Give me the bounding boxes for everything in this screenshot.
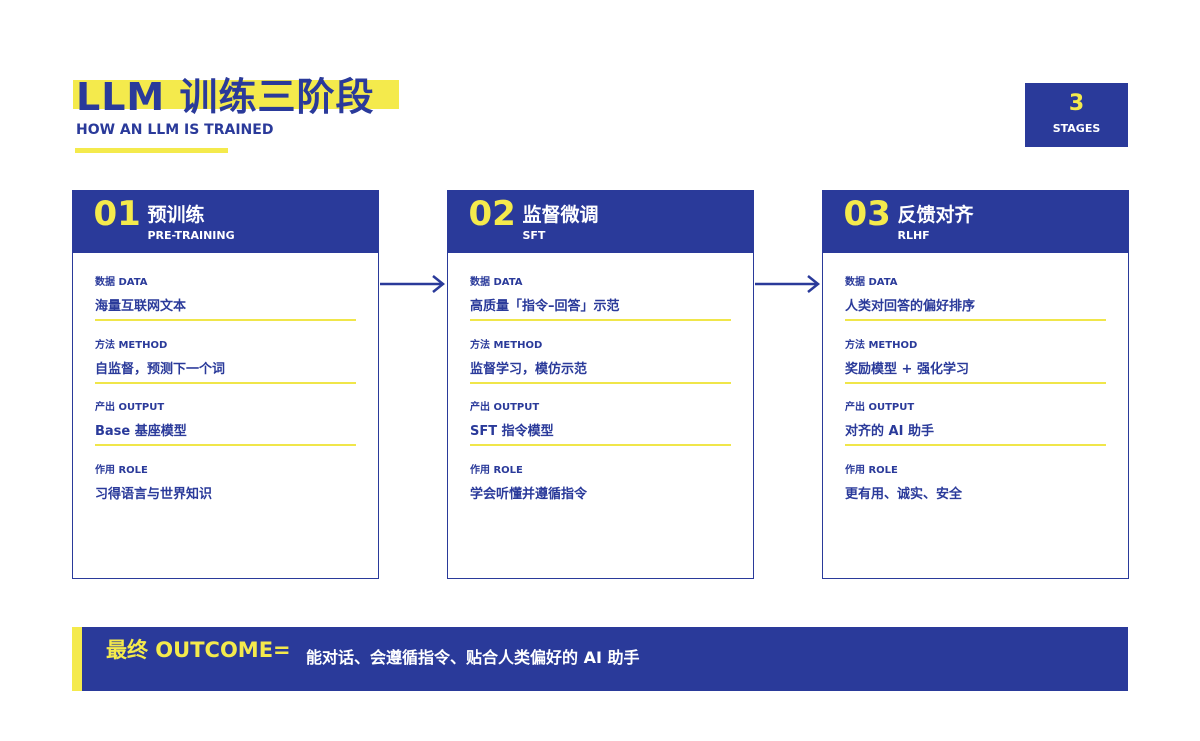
stage-title: 监督微调	[522, 203, 599, 226]
row-divider	[845, 382, 1106, 384]
row-role: 作用 ROLE 学会听懂并遵循指令	[470, 461, 731, 502]
outcome-banner	[82, 627, 1128, 691]
stage-title: 预训练	[147, 203, 205, 226]
row-label: 方法 METHOD	[470, 340, 543, 351]
row-label: 产出 OUTPUT	[845, 402, 915, 413]
row-method: 方法 METHOD 监督学习，模仿示范	[470, 336, 731, 377]
stage-number: 01	[93, 193, 141, 234]
row-value: 奖励模型 + 强化学习	[845, 362, 969, 377]
stage-card-rlhf: 03 反馈对齐 RLHF 数据 DATA 人类对回答的偏好排序 方法 METHO…	[821, 189, 1129, 579]
row-value: 人类对回答的偏好排序	[845, 299, 976, 314]
row-value: 自监督，预测下一个词	[95, 362, 226, 377]
stages-label: STAGES	[1052, 122, 1101, 135]
stage-header: 01 预训练 PRE-TRAINING	[71, 189, 379, 253]
row-divider	[470, 319, 731, 321]
stage-card-sft: 02 监督微调 SFT 数据 DATA 高质量「指令–回答」示范 方法 METH…	[446, 189, 754, 579]
row-label: 作用 ROLE	[95, 465, 148, 476]
outcome-label: 最终 OUTCOME=	[106, 638, 291, 662]
outcome-text: 能对话、会遵循指令、贴合人类偏好的 AI 助手	[306, 648, 640, 667]
row-output: 产出 OUTPUT Base 基座模型	[95, 398, 356, 439]
stage-header: 02 监督微调 SFT	[446, 189, 754, 253]
stages-badge: 3 STAGES	[1025, 83, 1128, 147]
stage-title: 反馈对齐	[897, 203, 974, 226]
row-divider	[95, 319, 356, 321]
row-label: 方法 METHOD	[95, 340, 168, 351]
subtitle-underline	[75, 148, 228, 153]
row-value: 高质量「指令–回答」示范	[470, 299, 620, 314]
row-divider	[845, 319, 1106, 321]
row-label: 产出 OUTPUT	[470, 402, 540, 413]
row-method: 方法 METHOD 自监督，预测下一个词	[95, 336, 356, 377]
stage-number: 02	[468, 193, 516, 234]
stage-subtitle: RLHF	[897, 228, 930, 242]
row-output: 产出 OUTPUT 对齐的 AI 助手	[845, 398, 1106, 439]
row-method: 方法 METHOD 奖励模型 + 强化学习	[845, 336, 1106, 377]
stage-subtitle: SFT	[522, 228, 546, 242]
row-divider	[470, 444, 731, 446]
row-value: 习得语言与世界知识	[95, 487, 213, 502]
row-divider	[95, 382, 356, 384]
row-value: 学会听懂并遵循指令	[470, 487, 588, 502]
stages-count: 3	[1068, 91, 1085, 116]
row-value: SFT 指令模型	[470, 424, 554, 439]
row-label: 方法 METHOD	[845, 340, 918, 351]
row-label: 产出 OUTPUT	[95, 402, 165, 413]
page-subtitle: HOW AN LLM IS TRAINED	[76, 122, 274, 138]
row-role: 作用 ROLE 更有用、诚实、安全	[845, 461, 1106, 502]
stage-subtitle: PRE-TRAINING	[147, 228, 235, 242]
row-role: 作用 ROLE 习得语言与世界知识	[95, 461, 356, 502]
stage-header: 03 反馈对齐 RLHF	[821, 189, 1129, 253]
row-label: 数据 DATA	[470, 277, 523, 288]
row-value: Base 基座模型	[95, 424, 187, 439]
row-label: 数据 DATA	[95, 277, 148, 288]
row-value: 对齐的 AI 助手	[845, 424, 934, 439]
stage-card-pretraining: 01 预训练 PRE-TRAINING 数据 DATA 海量互联网文本 方法 M…	[71, 189, 379, 579]
row-output: 产出 OUTPUT SFT 指令模型	[470, 398, 731, 439]
page-title: LLM 训练三阶段	[76, 75, 375, 119]
arrow-right-icon	[755, 275, 821, 293]
row-data: 数据 DATA 海量互联网文本	[95, 273, 356, 314]
row-label: 作用 ROLE	[845, 465, 898, 476]
row-divider	[95, 444, 356, 446]
row-divider	[845, 444, 1106, 446]
row-label: 作用 ROLE	[470, 465, 523, 476]
arrow-right-icon	[380, 275, 446, 293]
row-data: 数据 DATA 高质量「指令–回答」示范	[470, 273, 731, 314]
row-divider	[470, 382, 731, 384]
row-value: 监督学习，模仿示范	[470, 362, 588, 377]
title-highlight	[73, 80, 399, 109]
row-value: 更有用、诚实、安全	[845, 487, 963, 502]
outcome-accent-bar	[72, 627, 82, 691]
stage-number: 03	[843, 193, 891, 234]
row-value: 海量互联网文本	[95, 299, 187, 314]
row-label: 数据 DATA	[845, 277, 898, 288]
row-data: 数据 DATA 人类对回答的偏好排序	[845, 273, 1106, 314]
